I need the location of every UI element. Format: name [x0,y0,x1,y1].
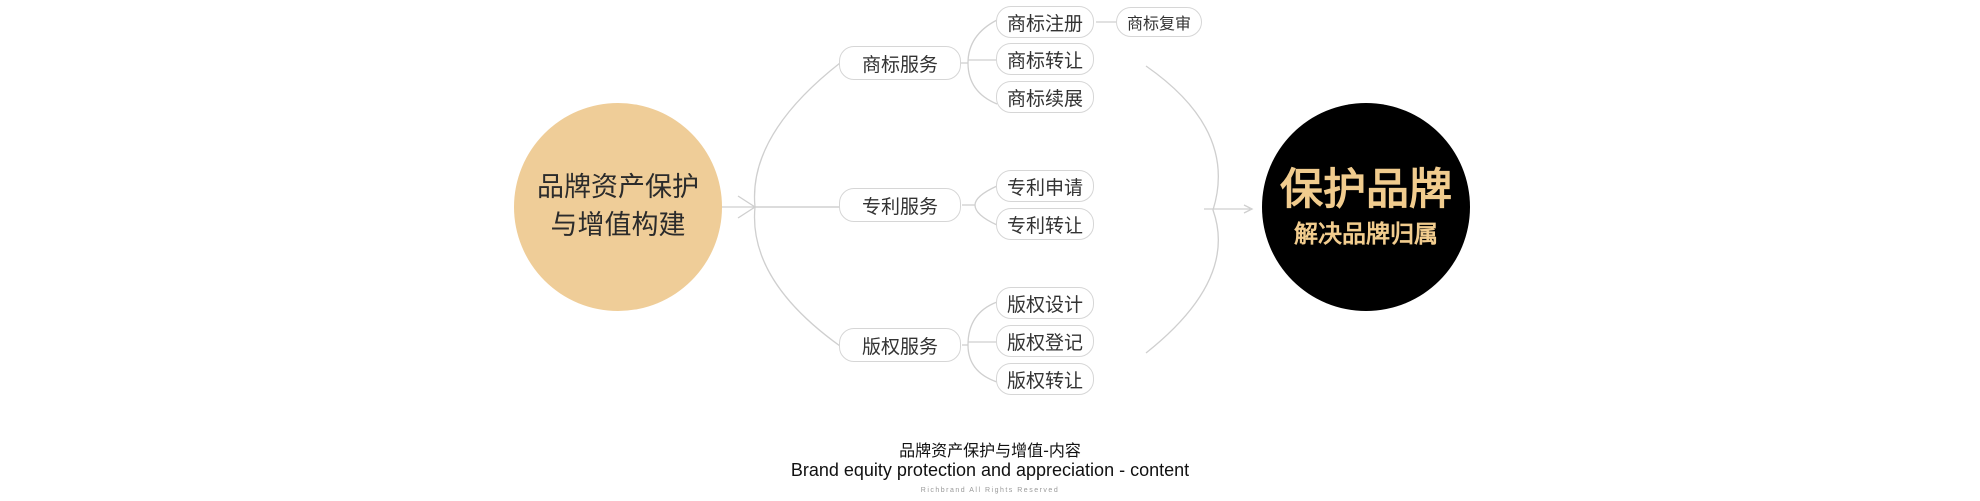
goal-arrow [1243,204,1254,214]
root-circle: 品牌资产保护 与增值构建 [514,103,722,311]
goal-subtitle: 解决品牌归属 [1294,220,1438,248]
branch-patent: 专利服务 [839,188,961,222]
leaf-trademark-review: 商标复审 [1116,7,1202,37]
root-line-1: 品牌资产保护 [537,172,699,203]
leaf-patent-transfer: 专利转让 [996,208,1094,240]
goal-arc [1145,65,1219,354]
leaf-copyright-transfer: 版权转让 [996,363,1094,395]
caption-english: Brand equity protection and appreciation… [790,460,1190,480]
rights-notice: Richbrand All Rights Reserved [920,487,1060,494]
main-brace [753,62,841,347]
goal-title: 保护品牌 [1280,165,1452,215]
caption-chinese: 品牌资产保护与增值-内容 [899,441,1081,460]
leaf-trademark-register: 商标注册 [996,6,1094,38]
root-line-2: 与增值构建 [550,210,686,241]
goal-circle: 保护品牌 解决品牌归属 [1262,103,1470,311]
leaf-copyright-design: 版权设计 [996,287,1094,319]
branch2-brace [974,185,998,226]
leaf-trademark-renewal: 商标续展 [996,81,1094,113]
branch1-brace [967,19,998,105]
leaf-copyright-register: 版权登记 [996,325,1094,357]
branch-trademark: 商标服务 [839,46,961,80]
leaf-patent-apply: 专利申请 [996,170,1094,202]
root-connector [722,195,757,219]
branch-copyright: 版权服务 [839,328,961,362]
leaf-trademark-transfer: 商标转让 [996,43,1094,75]
